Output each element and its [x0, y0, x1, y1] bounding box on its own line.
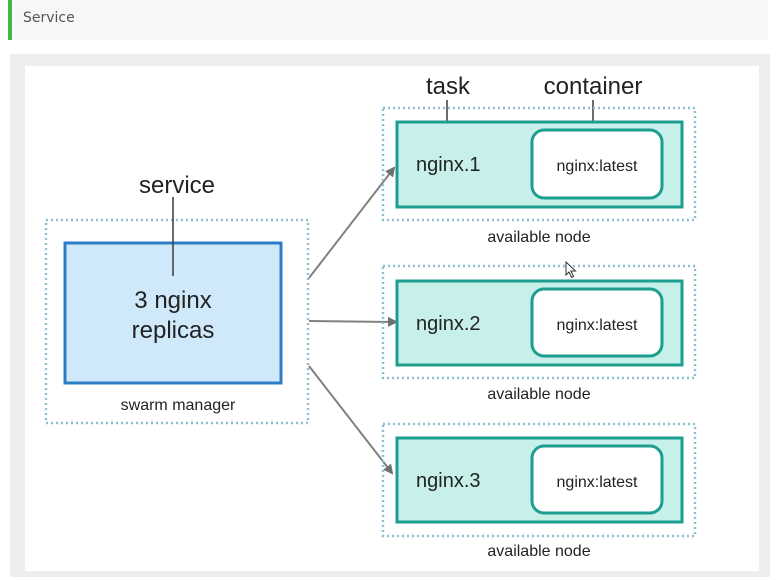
node-2-container-label: nginx:latest: [557, 317, 638, 334]
node-2-dotted-border: [381, 264, 697, 380]
arrow-to-node-3: [308, 365, 394, 475]
node-1-container-box: [530, 128, 664, 200]
node-3-caption: available node: [487, 543, 590, 560]
node-3-task-label: nginx.3: [416, 470, 481, 492]
manager-dotted-border: [44, 218, 310, 425]
node-2: nginx.2 nginx:latest available node: [381, 264, 697, 403]
arrow-to-node-1: [308, 166, 396, 279]
node-1: nginx.1 nginx:latest available node: [381, 106, 697, 246]
container-annotation: container: [544, 73, 643, 100]
swarm-manager-caption: swarm manager: [121, 397, 236, 414]
node-3-container-box: [530, 444, 664, 515]
node-3: nginx.3 nginx:latest available node: [381, 422, 697, 560]
node-3-container-label: nginx:latest: [557, 474, 638, 491]
node-3-dotted-border: [381, 422, 697, 538]
node-2-container-box: [530, 287, 664, 358]
section-title: Service: [23, 10, 75, 26]
node-2-task-label: nginx.2: [416, 313, 481, 335]
node-1-container-label: nginx:latest: [557, 158, 638, 175]
node-1-dotted-border: [381, 106, 697, 222]
mouse-pointer-icon: [565, 261, 577, 279]
service-label: service: [139, 172, 215, 199]
node-2-caption: available node: [487, 386, 590, 403]
task-annotation: task: [426, 73, 471, 100]
manager-box-line2: replicas: [132, 317, 215, 344]
arrow-to-node-2: [308, 316, 398, 327]
node-1-caption: available node: [487, 229, 590, 246]
section-header: Service: [8, 0, 768, 40]
node-1-task-label: nginx.1: [416, 154, 481, 176]
manager-box-line1: 3 nginx: [134, 287, 211, 314]
